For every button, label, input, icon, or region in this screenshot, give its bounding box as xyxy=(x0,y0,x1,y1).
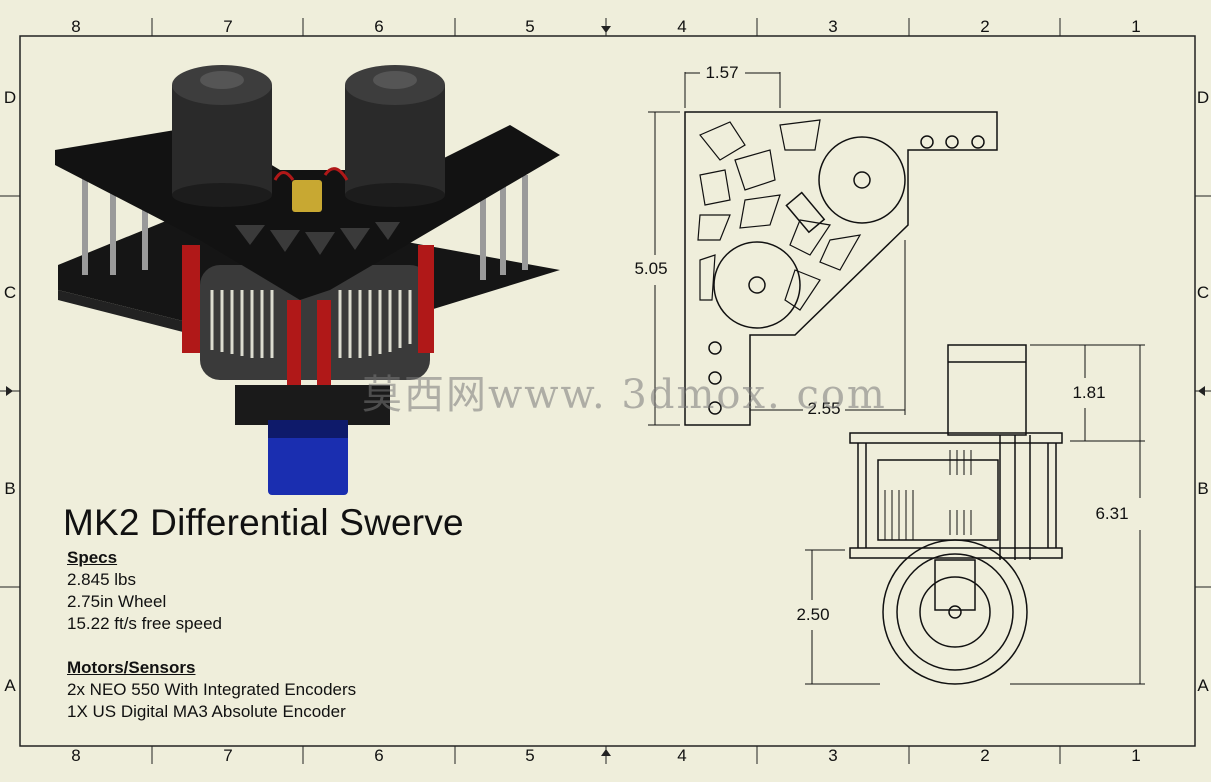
top-view-holes xyxy=(708,135,985,415)
side-view-pulley-stack xyxy=(877,459,999,541)
zone-col-bottom-2: 2 xyxy=(980,746,990,765)
zone-col-top-1: 1 xyxy=(1131,17,1141,36)
dim-total-height: 6.31 xyxy=(1095,504,1129,523)
notes-block: Specs 2.845 lbs 2.75in Wheel 15.22 ft/s … xyxy=(67,547,356,723)
zone-col-bottom-1: 1 xyxy=(1131,746,1141,765)
motor-line-1: 2x NEO 550 With Integrated Encoders xyxy=(67,680,357,699)
drawing-title: MK2 Differential Swerve xyxy=(63,502,464,543)
standoffs xyxy=(82,160,528,280)
top-plate-cutouts xyxy=(235,222,400,255)
side-view xyxy=(849,344,1063,685)
top-view-outline xyxy=(684,111,998,426)
dim-height: 5.05 xyxy=(634,259,668,278)
zone-col-top-2: 2 xyxy=(980,17,990,36)
red-standoffs xyxy=(182,245,434,412)
zone-row-right-c: C xyxy=(1196,283,1210,302)
top-view-pulley-1 xyxy=(818,136,906,224)
right-motor xyxy=(345,65,445,207)
spec-wheel: 2.75in Wheel xyxy=(67,592,167,611)
wires xyxy=(273,167,349,181)
top-view-dimensions xyxy=(648,72,906,426)
motors-heading: Motors/Sensors xyxy=(67,658,196,677)
spec-weight: 2.845 lbs xyxy=(67,570,136,589)
watermark: 莫西网www. 3dmox. com xyxy=(362,372,887,418)
isometric-render xyxy=(55,65,560,495)
center-marks xyxy=(6,26,1205,756)
pulley-teeth xyxy=(210,290,412,358)
dim-span: 2.55 xyxy=(807,399,841,418)
zone-col-top-5: 5 xyxy=(525,17,535,36)
dim-top-width: 1.57 xyxy=(705,63,739,82)
zone-col-bottom-8: 8 xyxy=(71,746,81,765)
zone-col-top-7: 7 xyxy=(223,17,233,36)
wheel xyxy=(268,420,348,495)
encoder xyxy=(292,180,322,212)
zone-col-bottom-6: 6 xyxy=(374,746,384,765)
motor-line-2: 1X US Digital MA3 Absolute Encoder xyxy=(67,702,346,721)
side-view-motor xyxy=(947,344,1027,436)
zone-row-right-b: B xyxy=(1197,479,1209,498)
left-motor xyxy=(172,65,272,207)
zone-row-right-d: D xyxy=(1196,88,1210,107)
zone-row-left-b: B xyxy=(4,479,16,498)
zone-col-bottom-3: 3 xyxy=(828,746,838,765)
specs-heading: Specs xyxy=(67,548,118,567)
zone-col-bottom-4: 4 xyxy=(677,746,687,765)
zone-col-top-4: 4 xyxy=(677,17,687,36)
zone-row-left-d: D xyxy=(3,88,17,107)
fork xyxy=(235,385,390,425)
pulley-ring xyxy=(200,265,430,380)
side-view-bottom-plate xyxy=(849,547,1063,559)
top-view-pulley-2 xyxy=(713,241,801,329)
zone-col-bottom-7: 7 xyxy=(223,746,233,765)
top-view-encoder xyxy=(785,191,826,234)
zone-col-top-6: 6 xyxy=(374,17,384,36)
zone-row-left-a: A xyxy=(4,676,16,695)
side-view-dimensions xyxy=(805,344,1145,685)
zone-col-top-3: 3 xyxy=(828,17,838,36)
dim-motor-height: 1.81 xyxy=(1072,383,1106,402)
spec-speed: 15.22 ft/s free speed xyxy=(67,614,222,633)
zone-row-left-c: C xyxy=(3,283,17,302)
zone-col-bottom-5: 5 xyxy=(525,746,535,765)
side-view-wheel xyxy=(882,539,1028,685)
zone-col-top-8: 8 xyxy=(71,17,81,36)
top-view xyxy=(684,111,998,426)
wheel-shade xyxy=(268,420,348,438)
dim-wheel-height: 2.50 xyxy=(796,605,830,624)
top-view-cutouts xyxy=(697,119,862,311)
side-view-teeth xyxy=(884,450,972,540)
side-view-top-plate xyxy=(849,432,1063,444)
zone-row-right-a: A xyxy=(1197,676,1209,695)
